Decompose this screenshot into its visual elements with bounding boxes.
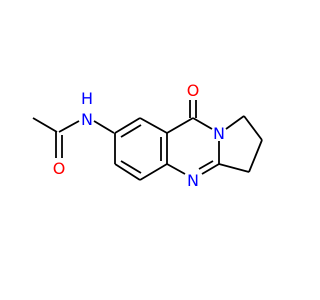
atom-nitrogen-ring-bottom: N	[187, 171, 199, 190]
atom-nitrogen-ring-top: N	[213, 124, 225, 143]
bond-n-ch2-top	[225, 115, 245, 130]
bond-n-c4	[166, 163, 186, 175]
atom-oxygen-acetyl: O	[53, 159, 66, 178]
bond-c4-c5	[139, 163, 168, 181]
atom-labels: N H O O N N	[53, 81, 225, 190]
bond-ch2-amidine-c	[218, 163, 250, 173]
molecule-structure-diagram: N H O O N N	[32, 81, 263, 190]
atom-nitrogen-amide: N	[81, 110, 93, 129]
atom-oxygen-keto: O	[187, 81, 200, 100]
bond-ch2-ch2-bottom	[248, 139, 263, 173]
bond-c2-c3	[139, 117, 168, 134]
bond-nh-ring	[93, 120, 115, 134]
bond-amidine-c-n	[201, 163, 220, 175]
bond-c5-c6-inner	[120, 160, 142, 174]
bond-carbonyl-nh	[58, 120, 80, 133]
bond-c3-carbonyl	[166, 117, 194, 134]
bond-c1-c2-inner	[120, 124, 142, 138]
bond-ch2-ch2-right	[243, 115, 263, 141]
bond-c1-c2	[114, 117, 141, 134]
bond-methyl-carbonyl	[32, 117, 58, 133]
bond-amidine-c-n-inner	[198, 160, 214, 170]
bond-c5-c6	[114, 163, 141, 181]
atom-hydrogen-amide: H	[81, 89, 93, 108]
bond-lines	[32, 100, 263, 181]
bond-carbonyl-n	[192, 117, 213, 130]
